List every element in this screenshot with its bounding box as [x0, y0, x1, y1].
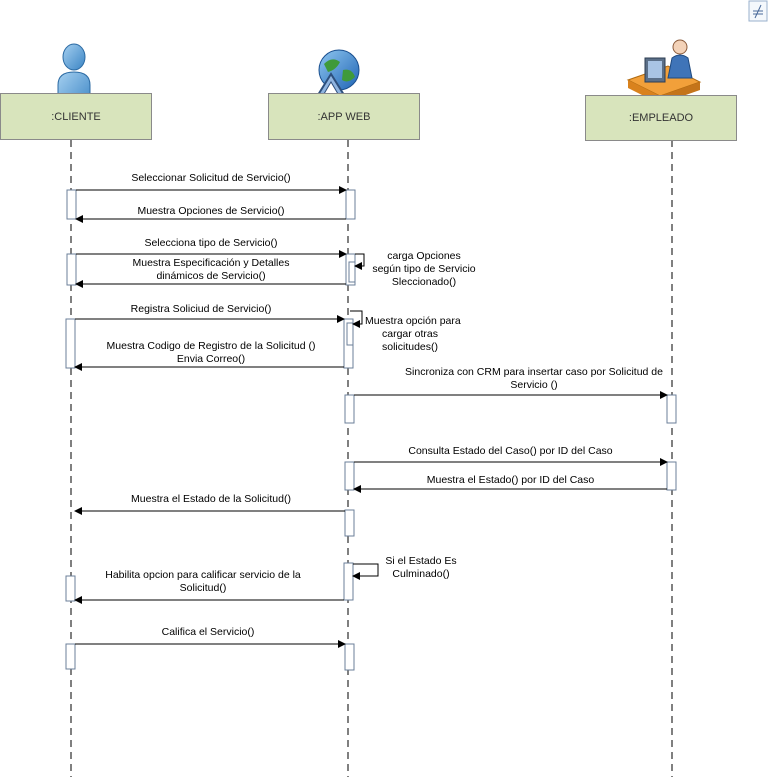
message-label-m9: Muestra el Estado() por ID del Caso: [354, 474, 667, 487]
note-text: Culminado(): [392, 568, 450, 580]
corner-note-icon: [748, 0, 768, 22]
activation-bar: [666, 394, 677, 424]
message-text: Registra Soliciud de Servicio(): [130, 303, 272, 315]
self-message-label-s1: carga Opciones según tipo de Servicio Sl…: [364, 250, 484, 289]
activation-bar: [65, 575, 76, 602]
self-message-arrow-s2: [350, 310, 363, 328]
activation-bar: [666, 461, 677, 491]
lifeline-label-app: :APP WEB: [317, 110, 371, 123]
message-text: Muestra el Estado de la Solicitud(): [131, 493, 291, 505]
self-message-label-s2: Muestra opción para cargar otras solicit…: [365, 315, 461, 354]
message-label-m11: Habilita opcion para calificar servicio …: [68, 569, 338, 595]
message-label-m10: Muestra el Estado de la Solicitud(): [76, 493, 346, 506]
message-text: Muestra el Estado() por ID del Caso: [426, 474, 595, 486]
message-label-m6: Muestra Codigo de Registro de la Solicit…: [76, 340, 346, 366]
self-message-arrow-s3: [352, 563, 379, 580]
note-text: Muestra opción para: [365, 315, 461, 327]
message-label-m3: Selecciona tipo de Servicio(): [76, 237, 346, 250]
message-text: Envia Correo(): [176, 353, 246, 365]
message-label-m7: Sincroniza con CRM para insertar caso po…: [354, 366, 714, 392]
activation-bar: [344, 509, 355, 537]
self-message-label-s3: Si el Estado Es Culminado(): [376, 555, 466, 581]
message-text: Muestra Opciones de Servicio(): [137, 205, 285, 217]
message-text: Servicio (): [510, 379, 558, 391]
note-text: cargar otras: [381, 328, 439, 340]
message-text: Habilita opcion para calificar servicio …: [105, 569, 301, 581]
message-text: Selecciona tipo de Servicio(): [144, 237, 278, 249]
activation-bar: [66, 253, 77, 286]
message-text: Califica el Servicio(): [161, 626, 255, 638]
message-label-m8: Consulta Estado del Caso() por ID del Ca…: [354, 445, 667, 458]
message-label-m1: Seleccionar Solicitud de Servicio(): [76, 172, 346, 185]
activation-bar: [344, 643, 355, 671]
note-text: según tipo de Servicio: [372, 263, 476, 275]
message-text: Seleccionar Solicitud de Servicio(): [131, 172, 291, 184]
lifeline-head-app: :APP WEB: [268, 93, 420, 140]
activation-bar: [65, 318, 76, 369]
message-text: dinámicos de Servicio(): [156, 270, 266, 282]
lifeline-head-empleado: :EMPLEADO: [585, 95, 737, 141]
note-text: carga Opciones: [387, 250, 461, 262]
message-text: Muestra Codigo de Registro de la Solicit…: [106, 340, 316, 352]
message-label-m12: Califica el Servicio(): [73, 626, 343, 639]
activation-bar: [344, 461, 355, 491]
message-text: Consulta Estado del Caso() por ID del Ca…: [408, 445, 613, 457]
activation-bar: [65, 643, 76, 670]
lifeline-label-empleado: :EMPLEADO: [628, 112, 694, 124]
note-text: Si el Estado Es: [385, 555, 457, 567]
message-label-m4: Muestra Especificación y Detalles dinámi…: [76, 257, 346, 283]
activation-bar: [66, 189, 77, 220]
note-text: solicitudes(): [381, 341, 439, 353]
lifeline-label-cliente: :CLIENTE: [51, 110, 101, 123]
message-text: Muestra Especificación y Detalles: [132, 257, 290, 269]
self-message-arrow-s1: [354, 253, 365, 270]
message-label-m2: Muestra Opciones de Servicio(): [76, 205, 346, 218]
activation-bar: [344, 394, 355, 424]
activation-bar: [343, 562, 354, 601]
note-text: Sleccionado(): [391, 276, 457, 288]
activation-bar: [345, 189, 356, 220]
activation-bar: [348, 261, 356, 283]
lifeline-head-cliente: :CLIENTE: [0, 93, 152, 140]
message-text: Sincroniza con CRM para insertar caso po…: [405, 366, 663, 378]
message-text: Solicitud(): [179, 582, 227, 594]
message-label-m5: Registra Soliciud de Servicio(): [66, 303, 336, 316]
activation-bar: [346, 322, 354, 346]
